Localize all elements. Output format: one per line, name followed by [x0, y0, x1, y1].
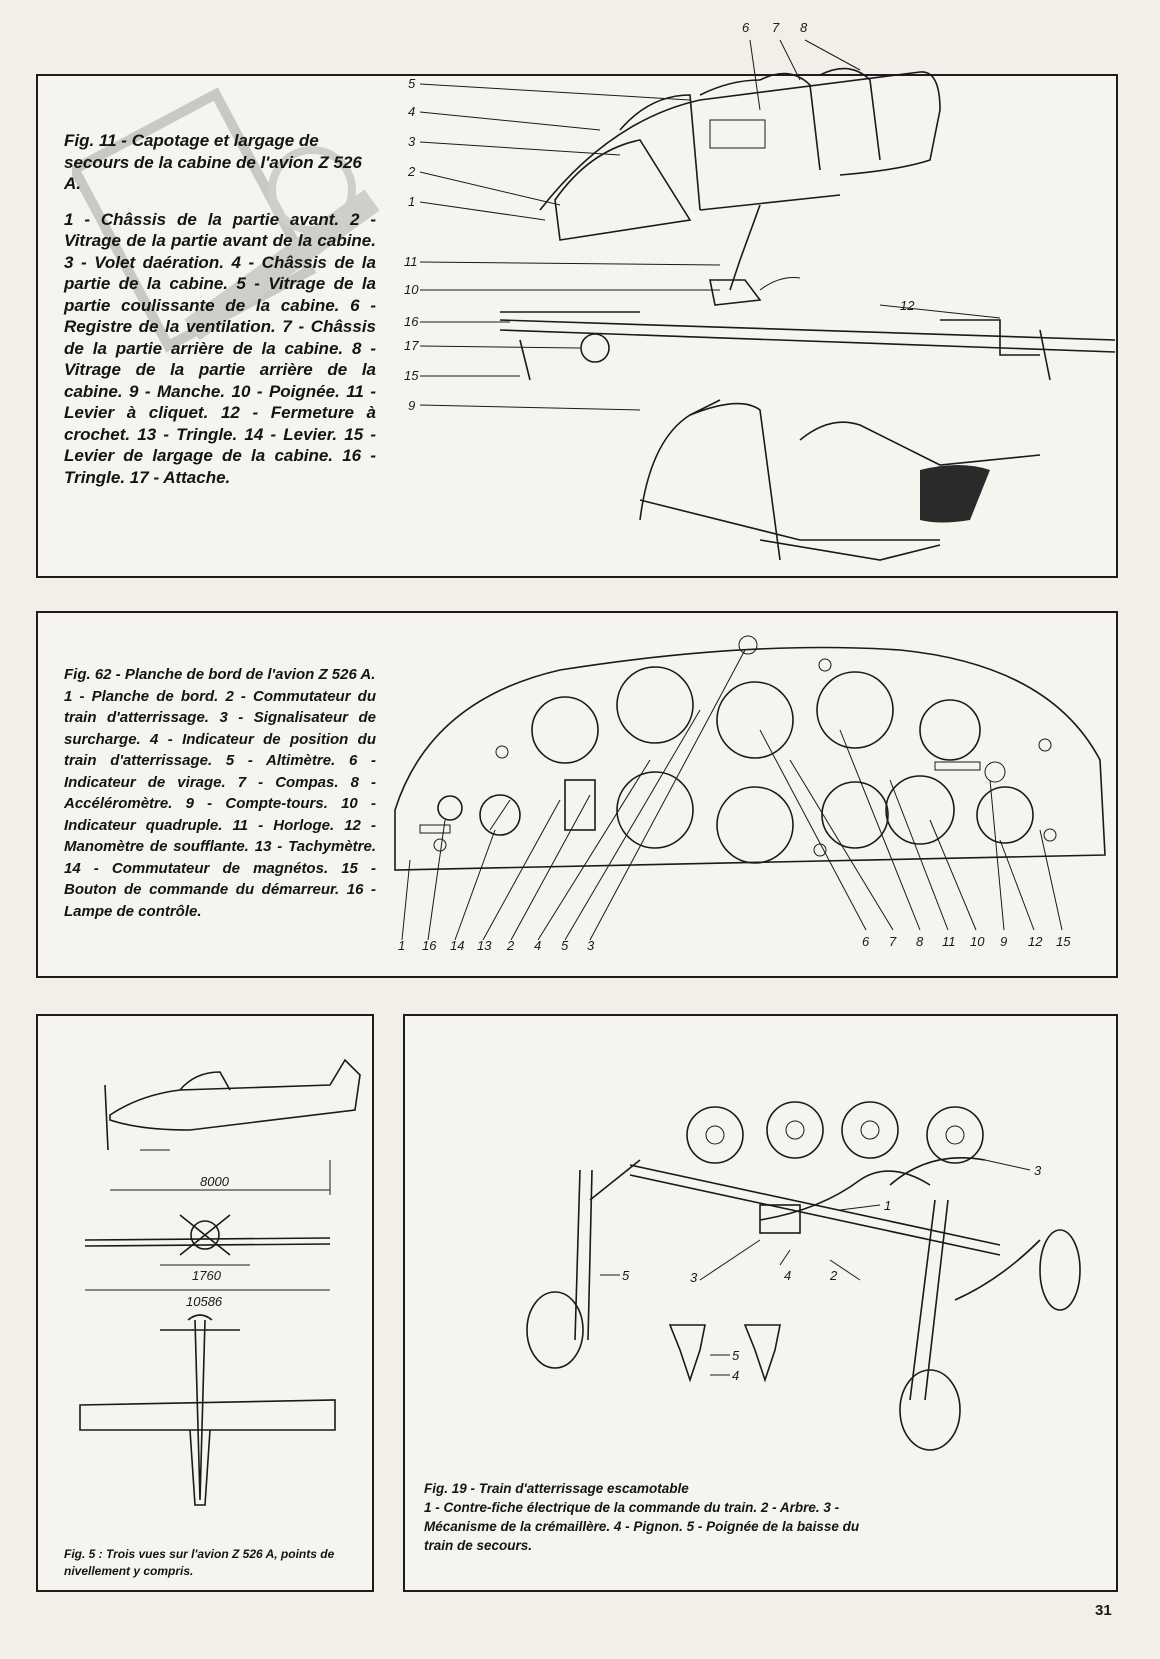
fig19-callout-5b: 3: [1034, 1163, 1042, 1178]
fig62-callout-5: 5: [561, 938, 569, 953]
fig62-panel: [36, 611, 1118, 978]
fig62-callout-16: 16: [422, 938, 437, 953]
fig5-caption: Fig. 5 : Trois vues sur l'avion Z 526 A,…: [64, 1546, 364, 1580]
fig11-callout-5: 5: [408, 76, 416, 91]
fig19-callout-3b: 4: [732, 1368, 739, 1383]
fig62-callout-15: 15: [1056, 934, 1071, 949]
fig11-callout-17: 17: [404, 338, 419, 353]
fig19-callout-5: 5: [622, 1268, 630, 1283]
fig11-callout-7: 7: [772, 20, 780, 35]
fig62-caption: Fig. 62 - Planche de bord de l'avion Z 5…: [64, 664, 376, 922]
fig62-callout-3: 3: [587, 938, 595, 953]
fig11-callout-8: 8: [800, 20, 808, 35]
fig11-callout-6: 6: [742, 20, 750, 35]
fig5-caption-text: Fig. 5 : Trois vues sur l'avion Z 526 A,…: [64, 1547, 335, 1578]
fig11-callout-9: 9: [408, 398, 415, 413]
fig19-callout-4: 4: [784, 1268, 791, 1283]
fig62-callout-6: 6: [862, 934, 870, 949]
fig19-callout-1: 1: [884, 1198, 891, 1213]
fig11-callout-15: 15: [404, 368, 419, 383]
fig62-callout-1: 1: [398, 938, 405, 953]
fig19-title: Fig. 19 - Train d'atterrissage escamotab…: [424, 1481, 689, 1496]
fig11-callout-10: 10: [404, 282, 419, 297]
fig62-callout-9: 9: [1000, 934, 1007, 949]
fig62-callout-12: 12: [1028, 934, 1043, 949]
fig19-panel: [403, 1014, 1118, 1592]
fig11-callout-12: 12: [900, 298, 915, 313]
fig62-callout-10: 10: [970, 934, 985, 949]
page-number: 31: [1095, 1602, 1112, 1619]
fig62-title: Fig. 62 - Planche de bord de l'avion Z 5…: [64, 666, 376, 683]
fig19-caption: Fig. 19 - Train d'atterrissage escamotab…: [424, 1479, 884, 1555]
fig19-callout-2: 2: [829, 1268, 838, 1283]
fig5-dim-track: 1760: [192, 1268, 222, 1283]
fig11-callout-2: 2: [407, 164, 416, 179]
fig11-callout-1: 1: [408, 194, 415, 209]
fig11-callout-4: 4: [408, 104, 415, 119]
fig62-callout-11: 11: [942, 934, 956, 949]
fig19-callout-4b: 5: [732, 1348, 740, 1363]
fig11-title: Fig. 11 - Capotage et largage de secours…: [64, 131, 362, 193]
fig11-caption: Fig. 11 - Capotage et largage de secours…: [64, 130, 376, 488]
fig62-callout-2: 2: [506, 938, 515, 953]
fig62-callout-4: 4: [534, 938, 541, 953]
fig62-callout-13: 13: [477, 938, 492, 953]
fig11-callout-16: 16: [404, 314, 419, 329]
fig62-callout-8: 8: [916, 934, 924, 949]
watermark-stamp: [72, 87, 380, 353]
fig19-legend: 1 - Contre-fiche électrique de la comman…: [424, 1500, 860, 1553]
fig5-dim-span: 10586: [186, 1294, 223, 1309]
fig11-callout-11: 11: [404, 254, 418, 269]
fig11-legend: 1 - Châssis de la partie avant. 2 - Vitr…: [64, 209, 376, 487]
fig5-dim-length: 8000: [200, 1174, 230, 1189]
fig11-callout-3: 3: [408, 134, 416, 149]
fig62-callout-7: 7: [889, 934, 897, 949]
instrument-panel-outline: [394, 646, 1106, 871]
fig62-callout-14: 14: [450, 938, 464, 953]
fig62-legend: 1 - Planche de bord. 2 - Commutateur du …: [64, 687, 376, 920]
fig19-callout-3: 3: [690, 1270, 698, 1285]
